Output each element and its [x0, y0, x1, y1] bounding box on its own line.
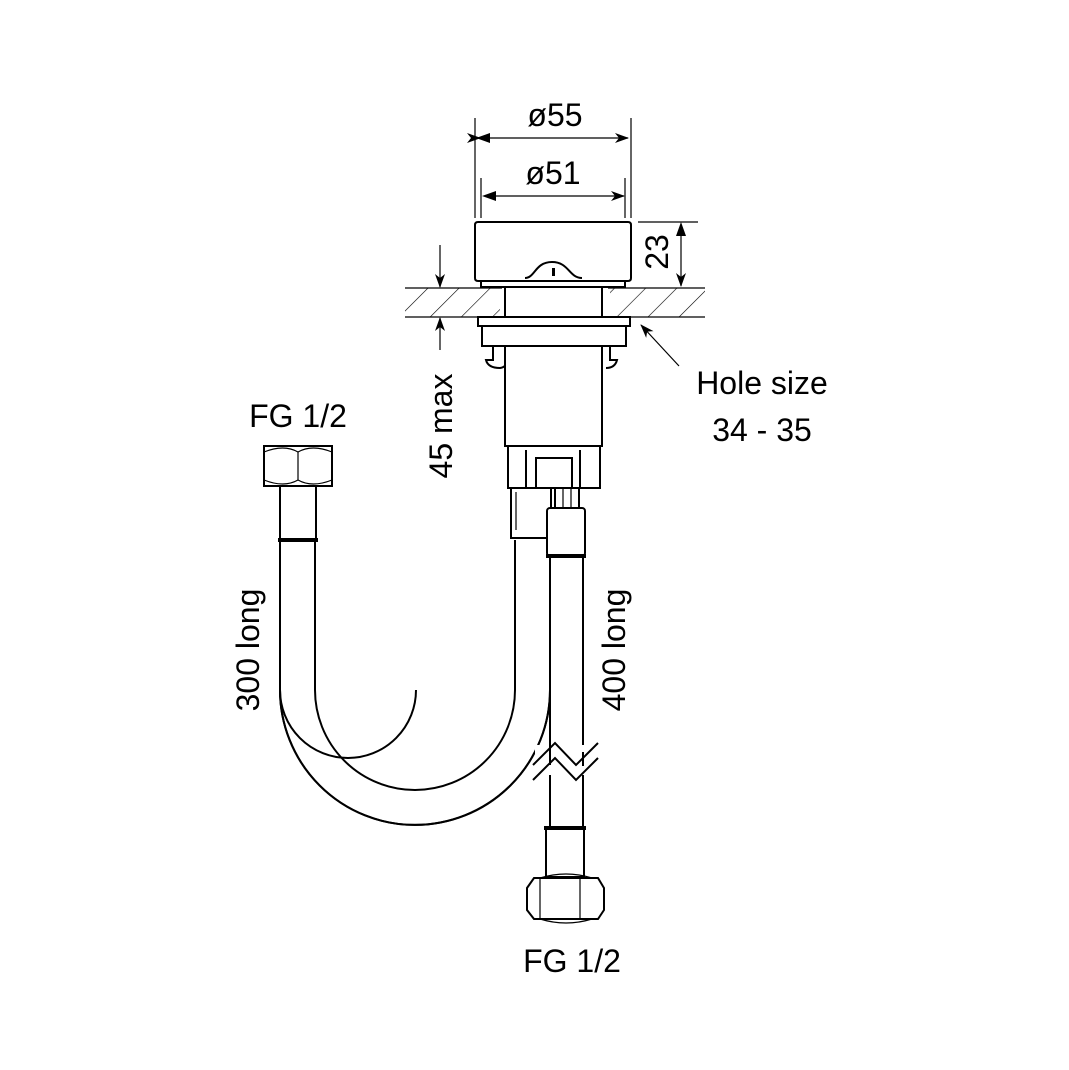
left-connector-label: FG 1/2	[249, 398, 347, 434]
head-height-label: 23	[639, 234, 675, 270]
deck-section	[405, 287, 705, 318]
dimension-lines	[435, 118, 698, 367]
control-head	[474, 221, 632, 288]
outer-diameter-label: ø55	[527, 97, 582, 133]
right-connector-label: FG 1/2	[523, 943, 621, 979]
deck-thickness-label: 45 max	[423, 374, 459, 479]
hole-size-label: Hole size	[696, 365, 828, 401]
left-hose	[263, 445, 552, 826]
spindle-body	[477, 287, 631, 489]
right-hose-length-label: 400 long	[596, 589, 632, 712]
inner-diameter-label: ø51	[525, 155, 580, 191]
right-hose	[526, 487, 605, 924]
hole-size-value: 34 - 35	[712, 412, 812, 448]
left-hose-length-label: 300 long	[230, 589, 266, 712]
